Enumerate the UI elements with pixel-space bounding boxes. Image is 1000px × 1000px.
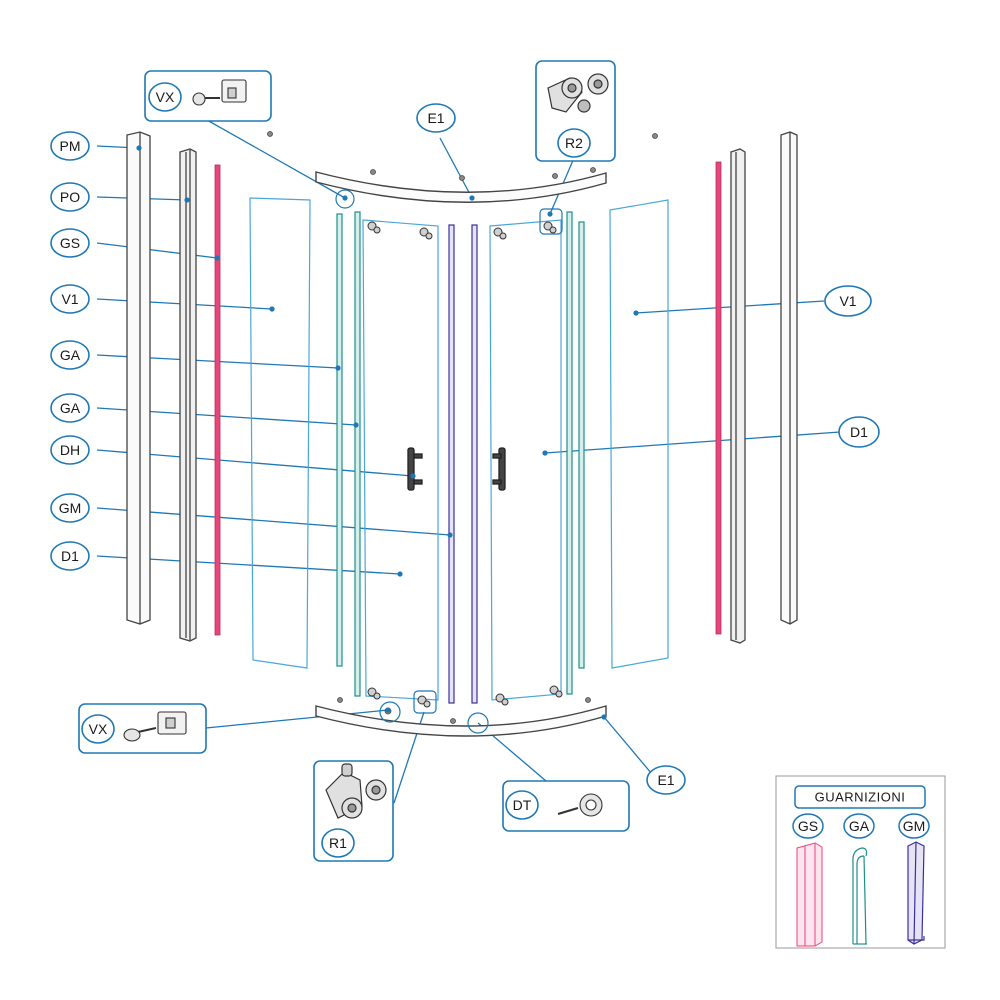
gasket-gm-profile-icon (907, 841, 925, 945)
gasket-gs-left (214, 164, 221, 636)
gasket-ga-left (336, 211, 361, 697)
svg-text:PM: PM (60, 138, 81, 154)
label-v1-left: V1 (50, 284, 275, 314)
door-handle-dh-right (492, 447, 506, 491)
svg-text:V1: V1 (61, 291, 78, 307)
svg-text:GM: GM (59, 500, 82, 516)
label-e1-top: E1 (416, 103, 475, 201)
svg-text:VX: VX (156, 89, 175, 105)
label-vx-top: VX (148, 82, 348, 201)
callout-vx-bottom (78, 703, 207, 754)
gasket-gs-profile-icon (796, 842, 823, 947)
part-highlights (335, 189, 563, 734)
label-pm: PM (50, 131, 142, 161)
label-ga-1: GA (50, 340, 341, 371)
wall-profile-pm-left (126, 131, 151, 625)
label-r2: R2 (547, 128, 591, 217)
label-dt: DT (505, 790, 539, 820)
label-gs: GS (50, 228, 220, 261)
gaskets-legend: GUARNIZIONI GS GA GM (775, 775, 946, 949)
svg-text:R2: R2 (565, 135, 583, 151)
label-ga-2: GA (50, 393, 359, 428)
label-r1: R1 (321, 828, 355, 858)
door-rollers (367, 221, 563, 708)
svg-text:DH: DH (60, 442, 80, 458)
label-gm: GM (50, 493, 453, 538)
callout-vx-top (144, 70, 272, 122)
label-vx-bottom: VX (81, 707, 391, 744)
svg-text:R1: R1 (329, 835, 347, 851)
gasket-ga-profile-icon (852, 847, 868, 945)
bottom-rail-e1 (315, 705, 607, 737)
legend-item-gm: GM (898, 813, 930, 945)
label-v1-right: V1 (633, 285, 872, 317)
label-d1-right: D1 (542, 416, 880, 456)
legend-item-ga: GA (843, 813, 875, 945)
top-screws (267, 131, 658, 181)
gasket-gm (448, 224, 478, 704)
top-rail-e1 (315, 171, 607, 203)
svg-text:GA: GA (60, 400, 81, 416)
wall-profile-pm-right (780, 131, 798, 625)
roller-r1-icon (325, 763, 387, 819)
legend-title: GUARNIZIONI (815, 790, 906, 805)
gasket-gs-right (715, 161, 722, 635)
svg-text:GA: GA (60, 347, 81, 363)
door-handle-dh-left (407, 447, 423, 491)
door-glass-d1-left (362, 219, 439, 701)
svg-text:GS: GS (60, 235, 80, 251)
gasket-ga-right (566, 211, 585, 695)
svg-text:E1: E1 (427, 110, 444, 126)
svg-text:PO: PO (60, 189, 80, 205)
label-dh: DH (50, 435, 416, 479)
label-d1-left: D1 (50, 541, 403, 577)
dt-stopper-icon (557, 793, 603, 817)
leader-lines (96, 119, 841, 804)
callout-dt (502, 780, 630, 832)
bottom-screws (337, 697, 591, 724)
callout-r2 (535, 60, 616, 162)
svg-text:DT: DT (513, 797, 532, 813)
label-po: PO (50, 182, 190, 212)
svg-text:D1: D1 (61, 548, 79, 564)
label-e1-bottom: E1 (601, 714, 686, 795)
legend-item-gs: GS (792, 813, 824, 947)
svg-text:VX: VX (89, 721, 108, 737)
svg-text:V1: V1 (839, 293, 856, 309)
svg-text:GM: GM (903, 818, 926, 834)
svg-text:GA: GA (849, 818, 870, 834)
svg-text:E1: E1 (657, 772, 674, 788)
vx-screw-icon (192, 79, 247, 106)
wall-profile-po-right (730, 148, 746, 644)
svg-text:D1: D1 (850, 424, 868, 440)
callout-r1 (313, 760, 394, 862)
fixed-glass-v1-left (249, 197, 311, 669)
roller-r2-icon (547, 73, 609, 113)
svg-text:GS: GS (798, 818, 818, 834)
wall-profile-po-left (179, 148, 197, 642)
fixed-glass-v1-right (609, 199, 669, 669)
vx-screw-icon-bottom (123, 711, 187, 742)
